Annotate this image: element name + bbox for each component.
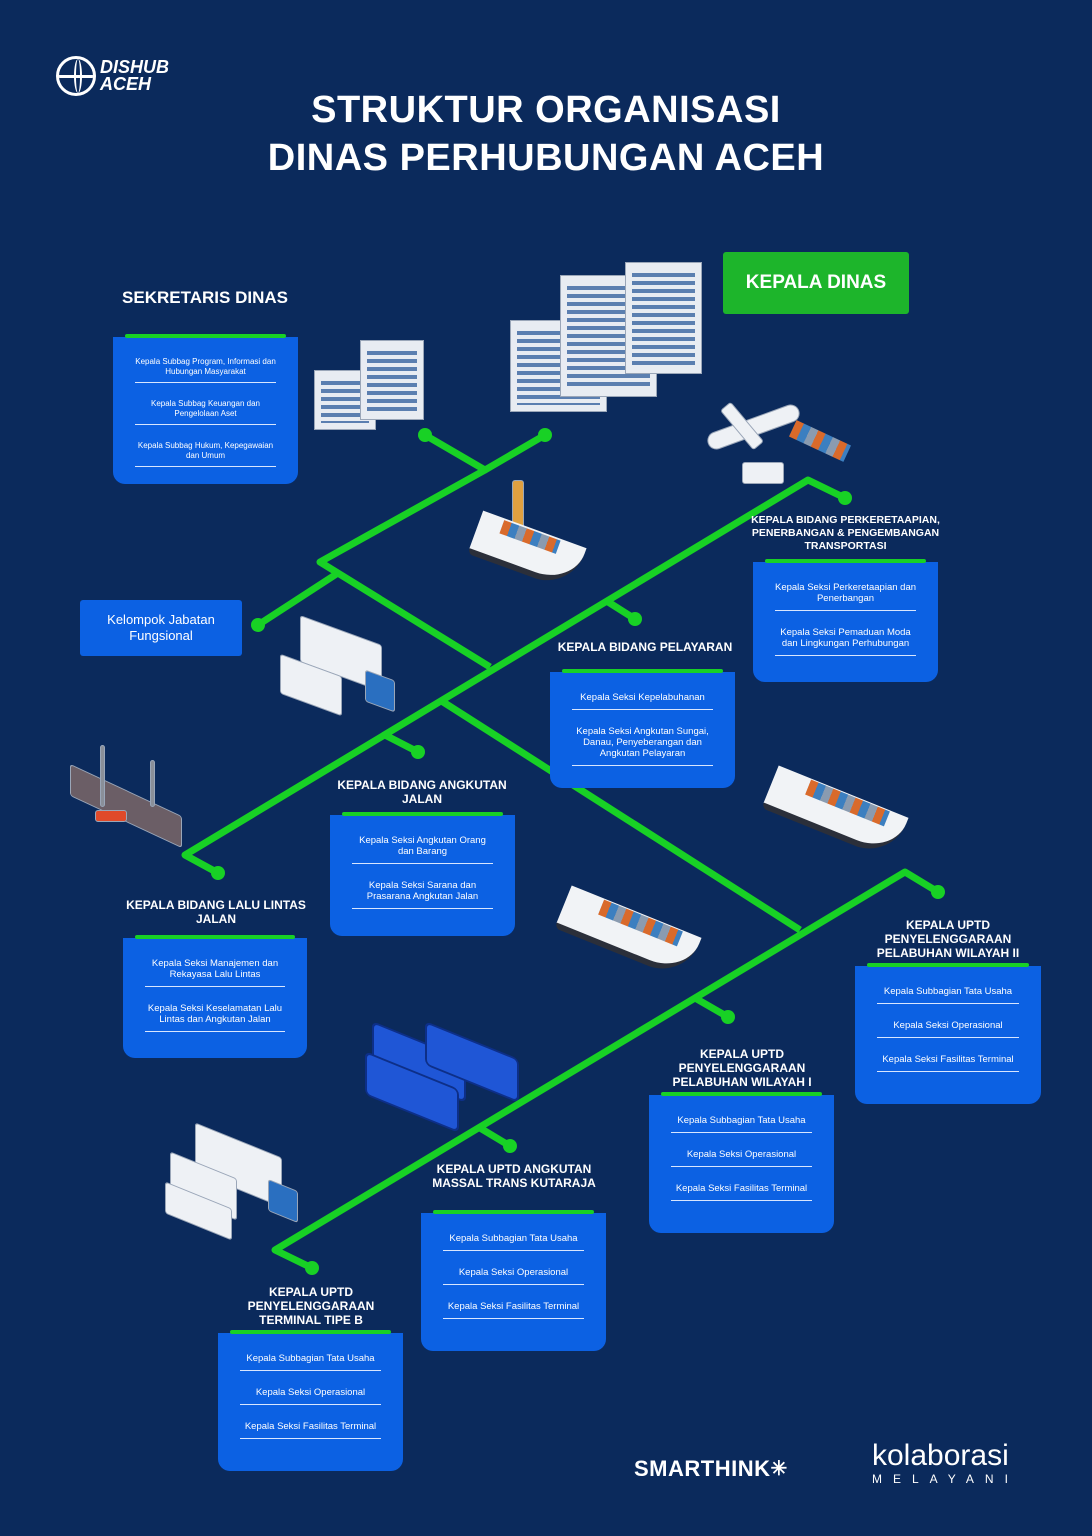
connector-dot	[838, 491, 852, 505]
connector-dot	[628, 612, 642, 626]
position-item: Kepala Seksi Operasional	[240, 1381, 381, 1405]
kepala-dinas-box: KEPALA DINAS	[723, 252, 909, 314]
uptd-trans-kutaraja-title: KEPALA UPTD ANGKUTAN MASSAL TRANS KUTARA…	[432, 1162, 596, 1190]
title-line-2: DINAS PERHUBUNGAN ACEH	[267, 137, 825, 179]
uptd-pelabuhan-wilayah-2-title: KEPALA UPTD PENYELENGGARAAN PELABUHAN WI…	[876, 918, 1020, 960]
melayani-text: MELAYANI	[872, 1472, 1019, 1486]
connector-dot	[721, 1010, 735, 1024]
title-line-1: STRUKTUR ORGANISASI	[311, 89, 781, 131]
connector-dot	[411, 745, 425, 759]
main-diagonal-1-line	[181, 476, 847, 877]
kolaborasi-melayani-logo: kolaborasi MELAYANI	[872, 1439, 1019, 1487]
smarthink-text: SMARTHINK	[634, 1456, 771, 1481]
position-item: Kepala Seksi Angkutan Orang dan Barang	[352, 829, 493, 864]
globe-icon	[56, 56, 96, 96]
bidang-perkeretaapian-title: KEPALA BIDANG PERKERETAAPIAN, PENERBANGA…	[751, 514, 940, 552]
smarthink-logo: SMARTHINK✳	[634, 1456, 788, 1482]
position-item: Kepala Subbag Program, Informasi dan Hub…	[135, 351, 276, 383]
position-item: Kepala Seksi Keselamatan Lalu Lintas dan…	[145, 997, 285, 1032]
position-item: Kepala Seksi Operasional	[877, 1014, 1019, 1038]
logo-text-1: DISHUB	[100, 57, 170, 77]
kelompok-jabatan-fungsional-box: Kelompok Jabatan Fungsional	[80, 600, 242, 656]
sekretaris-dinas-title: SEKRETARIS DINAS	[122, 288, 288, 307]
bidang-perkeretaapian-box: Kepala Seksi Perkeretaapian dan Penerban…	[753, 559, 938, 682]
trunk-upper-line	[316, 466, 492, 670]
bidang-lalu-lintas-jalan-box: Kepala Seksi Manajemen dan Rekayasa Lalu…	[123, 935, 307, 1058]
sekretaris-dinas-box: Kepala Subbag Program, Informasi dan Hub…	[113, 334, 298, 484]
logo-text-2: ACEH	[100, 74, 152, 94]
bidang-angkutan-jalan-title: KEPALA BIDANG ANGKUTAN JALAN	[337, 778, 507, 806]
position-item: Kepala Seksi Fasilitas Terminal	[877, 1048, 1019, 1072]
position-item: Kepala Seksi Manajemen dan Rekayasa Lalu…	[145, 952, 285, 987]
position-item: Kepala Subbagian Tata Usaha	[443, 1227, 584, 1251]
position-item: Kepala Seksi Sarana dan Prasarana Angkut…	[352, 874, 493, 909]
uptd-terminal-tipe-b-title: KEPALA UPTD PENYELENGGARAAN TERMINAL TIP…	[247, 1285, 375, 1327]
sparkle-icon: ✳	[770, 1458, 788, 1480]
page-title: STRUKTUR ORGANISASI DINAS PERHUBUNGAN AC…	[0, 86, 1092, 182]
connector-dot	[538, 428, 552, 442]
position-item: Kepala Seksi Fasilitas Terminal	[671, 1177, 812, 1201]
connector-dot	[251, 618, 265, 632]
connector-dot	[418, 428, 432, 442]
kepala-sekretaris-line	[423, 431, 547, 474]
position-item: Kepala Subbag Keuangan dan Pengelolaan A…	[135, 393, 276, 425]
bidang-lalu-lintas-jalan-title: KEPALA BIDANG LALU LINTAS JALAN	[126, 898, 306, 926]
connector-dot	[305, 1261, 319, 1275]
connector-down-line	[438, 697, 802, 933]
connector-dot	[503, 1139, 517, 1153]
position-item: Kepala Seksi Fasilitas Terminal	[443, 1295, 584, 1319]
position-item: Kepala Subbagian Tata Usaha	[877, 980, 1019, 1004]
position-item: Kepala Seksi Perkeretaapian dan Penerban…	[775, 576, 916, 611]
position-item: Kepala Subbag Hukum, Kepegawaian dan Umu…	[135, 435, 276, 467]
position-item: Kepala Seksi Operasional	[443, 1261, 584, 1285]
connector-dot	[211, 866, 225, 880]
position-item: Kepala Subbagian Tata Usaha	[240, 1347, 381, 1371]
bidang-pelayaran-title: KEPALA BIDANG PELAYARAN	[557, 640, 733, 654]
main-diagonal-2-line	[271, 868, 940, 1272]
connector-dot	[931, 885, 945, 899]
position-item: Kepala Seksi Fasilitas Terminal	[240, 1415, 381, 1439]
position-item: Kepala Seksi Kepelabuhanan	[572, 686, 713, 710]
position-item: Kepala Seksi Pemaduan Moda dan Lingkunga…	[775, 621, 916, 656]
kolaborasi-text: kolaborasi	[872, 1439, 1009, 1472]
position-item: Kepala Seksi Angkutan Sungai, Danau, Pen…	[572, 720, 713, 766]
kelompok-branch-line	[256, 570, 340, 628]
position-item: Kepala Seksi Operasional	[671, 1143, 812, 1167]
position-item: Kepala Subbagian Tata Usaha	[671, 1109, 812, 1133]
uptd-pelabuhan-wilayah-1-title: KEPALA UPTD PENYELENGGARAAN PELABUHAN WI…	[672, 1047, 812, 1089]
